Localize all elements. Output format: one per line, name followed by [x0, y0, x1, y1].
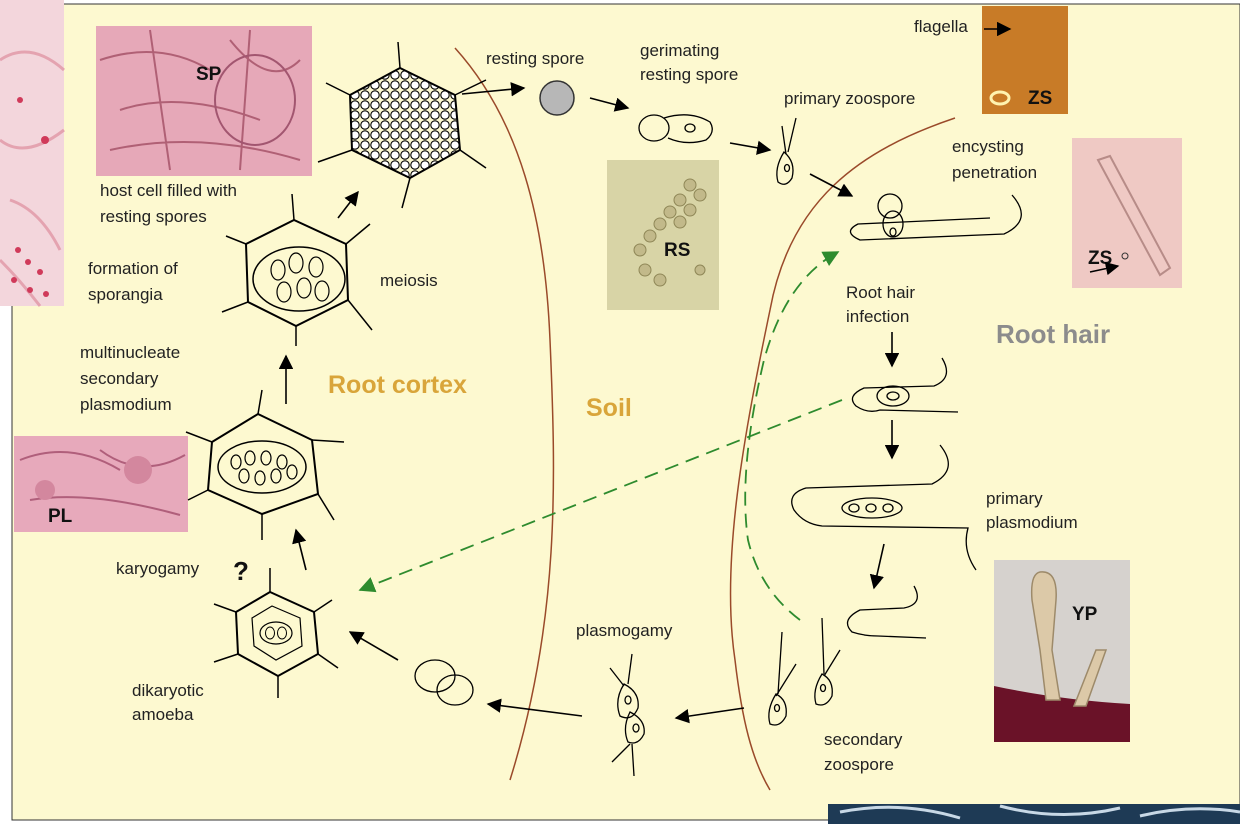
photo-label-zs-right: ZS	[1088, 248, 1112, 269]
label-primary-plasmodium-1: primary	[986, 489, 1043, 508]
resting-spore-icon	[540, 81, 574, 115]
label-secondary-zoospore-2: zoospore	[824, 755, 894, 774]
label-multinucleate-1: multinucleate	[80, 343, 180, 362]
label-primary-zoospore: primary zoospore	[784, 89, 915, 108]
label-flagella: flagella	[914, 17, 968, 36]
label-root-hair-infection-2: infection	[846, 307, 909, 326]
region-label-root-hair: Root hair	[996, 319, 1110, 349]
label-multinucleate-2: secondary	[80, 369, 159, 388]
corner-photo-top-left	[0, 0, 64, 306]
photo-rs: RS	[607, 160, 719, 310]
region-label-soil: Soil	[586, 394, 632, 422]
label-meiosis: meiosis	[380, 271, 438, 290]
label-question-mark: ?	[233, 556, 249, 586]
label-formation-1: formation of	[88, 259, 178, 278]
photo-label-pl: PL	[48, 506, 73, 527]
label-dikaryotic-1: dikaryotic	[132, 681, 204, 700]
photo-zs-top: ZS	[982, 6, 1068, 114]
label-root-hair-infection-1: Root hair	[846, 283, 915, 302]
corner-photo-bottom-right	[828, 804, 1240, 824]
photo-yp: YP	[994, 560, 1130, 742]
photo-label-rs: RS	[664, 240, 690, 261]
label-primary-plasmodium-2: plasmodium	[986, 513, 1078, 532]
label-multinucleate-3: plasmodium	[80, 395, 172, 414]
label-secondary-zoospore-1: secondary	[824, 730, 903, 749]
label-resting-spore: resting spore	[486, 49, 584, 68]
photo-label-zs-top: ZS	[1028, 88, 1052, 109]
label-penetration: penetration	[952, 163, 1037, 182]
label-host-cell-1: host cell filled with	[100, 181, 237, 200]
label-germinating-1: gerimating	[640, 41, 719, 60]
photo-label-sp: SP	[196, 64, 222, 85]
label-karyogamy: karyogamy	[116, 559, 200, 578]
photo-label-yp: YP	[1072, 604, 1098, 625]
photo-zs-right: ZS	[1072, 138, 1182, 288]
label-host-cell-2: resting spores	[100, 207, 207, 226]
label-formation-2: sporangia	[88, 285, 163, 304]
label-dikaryotic-2: amoeba	[132, 705, 194, 724]
photo-sp: SP	[96, 26, 312, 176]
region-label-root-cortex: Root cortex	[328, 371, 467, 399]
label-plasmogamy: plasmogamy	[576, 621, 673, 640]
photo-pl: PL	[14, 436, 188, 532]
label-germinating-2: resting spore	[640, 65, 738, 84]
label-encysting: encysting	[952, 137, 1024, 156]
